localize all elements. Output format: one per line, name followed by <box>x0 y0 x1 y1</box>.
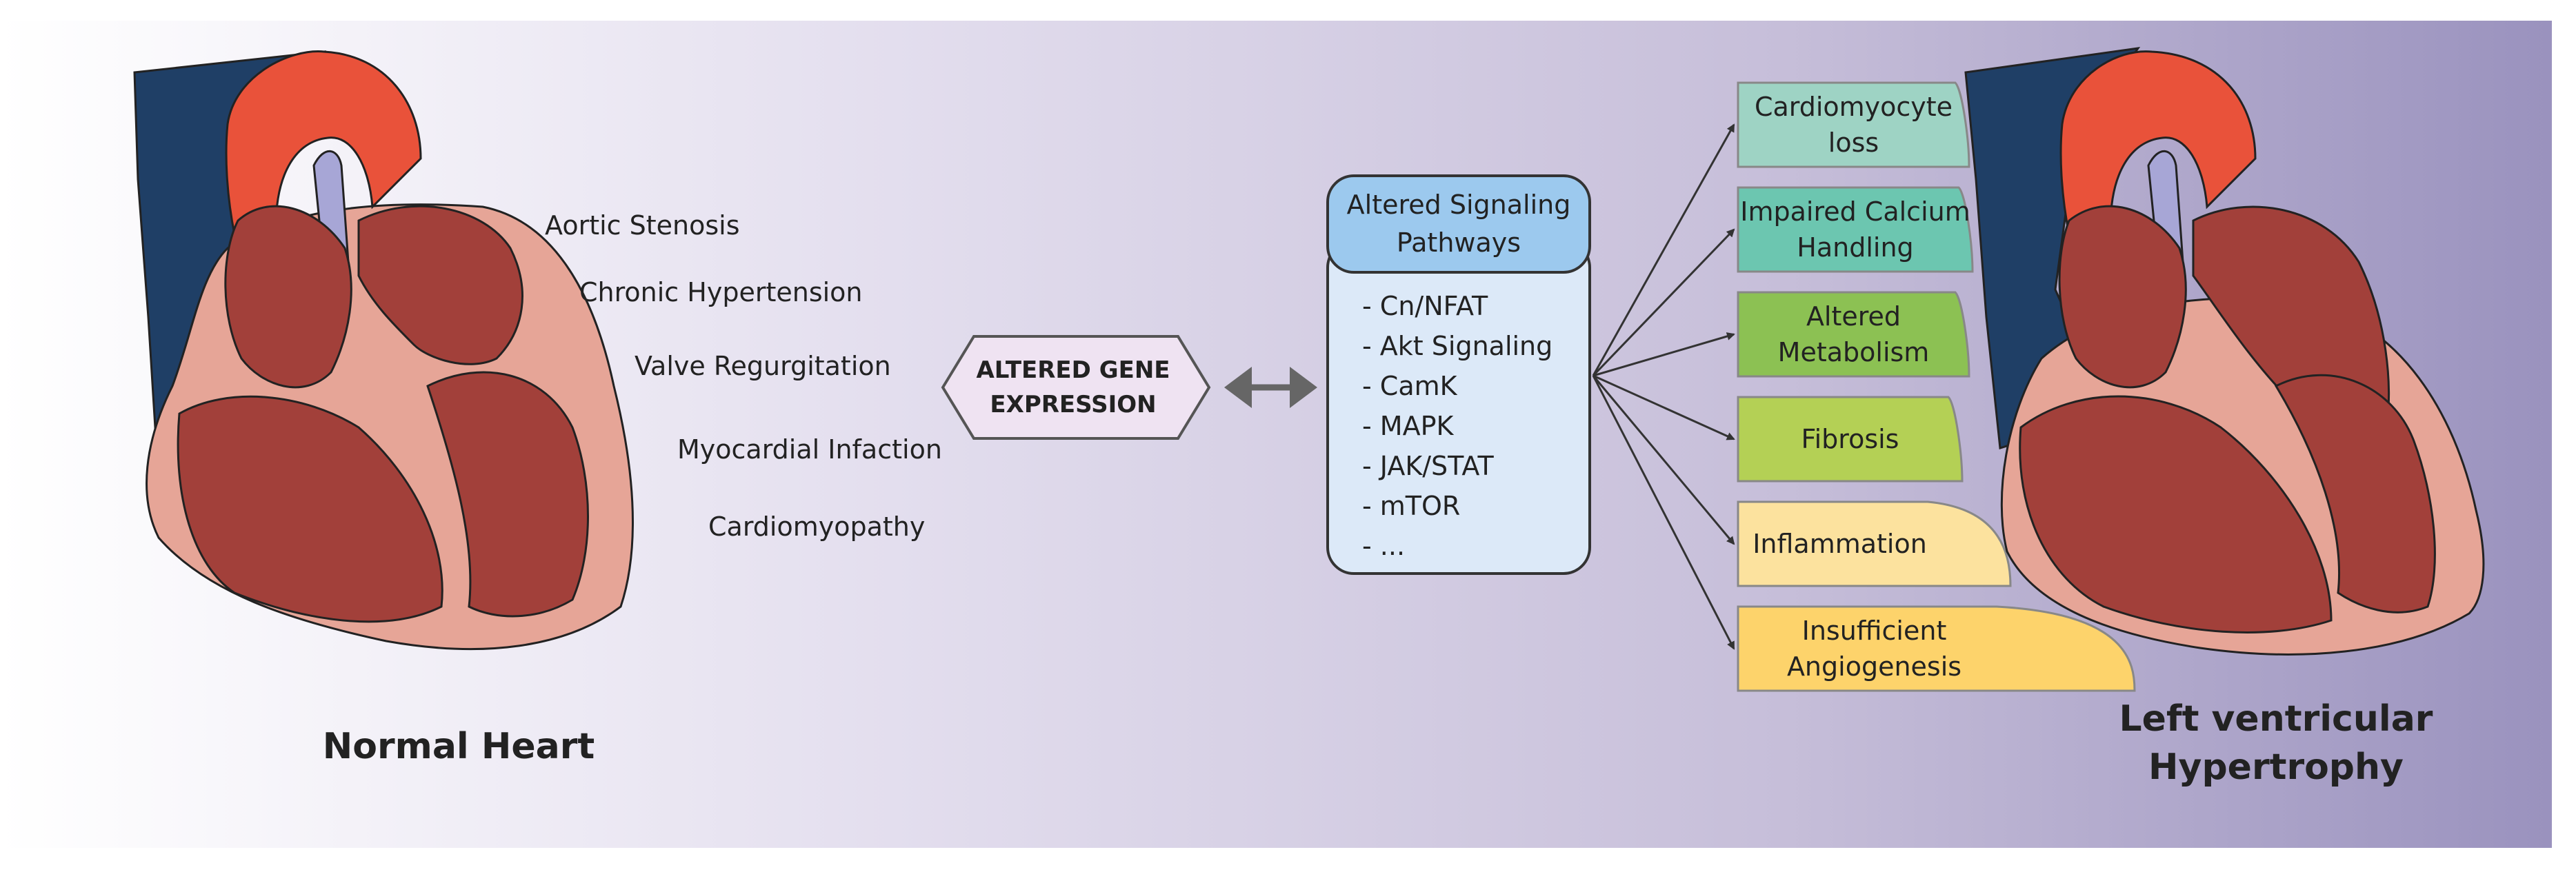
fan-arrows <box>1592 123 1735 650</box>
cause-aortic-stenosis: Aortic Stenosis <box>545 210 740 241</box>
signaling-pathways-box: Altered Signaling Pathways - Cn/NFAT - Ak… <box>1326 174 1591 575</box>
outcome-label: Insufficient <box>1802 616 1947 646</box>
fan-arrow <box>1592 375 1735 545</box>
signaling-title-line1: Altered Signaling <box>1347 190 1571 220</box>
normal-heart-right-ventricle <box>426 371 589 618</box>
outcome-label: Altered <box>1806 301 1901 332</box>
signaling-item: - MAPK <box>1362 411 1454 441</box>
fan-arrow <box>1592 228 1735 377</box>
outcome-label: Fibrosis <box>1801 424 1899 454</box>
lvh-heart-atrium <box>2058 205 2187 389</box>
outcome-label: Angiogenesis <box>1787 651 1961 682</box>
lvh-heart-thick-wall <box>2274 374 2436 614</box>
cause-valve-regurgitation: Valve Regurgitation <box>635 351 891 381</box>
signaling-item: - Akt Signaling <box>1362 331 1552 361</box>
signaling-item: - ... <box>1362 531 1405 561</box>
cause-myocardial-infaction: Myocardial Infaction <box>677 434 942 465</box>
bidirectional-arrow-icon <box>1224 367 1317 408</box>
normal-heart-label: Normal Heart <box>323 726 595 767</box>
gene-expression-node: ALTERED GENE EXPRESSION <box>941 335 1211 440</box>
cause-cardiomyopathy: Cardiomyopathy <box>708 511 925 542</box>
fan-arrow <box>1592 374 1735 440</box>
cause-chronic-hypertension: Chronic Hypertension <box>579 277 863 307</box>
lvh-label-line2: Hypertrophy <box>2148 747 2404 788</box>
normal-heart-right-atrium <box>357 205 523 365</box>
outcome-label: Impaired Calcium <box>1740 196 1970 227</box>
signaling-item: - CamK <box>1362 371 1458 401</box>
normal-heart-illustration <box>133 50 634 651</box>
lvh-label-line1: Left ventricular <box>2119 698 2433 740</box>
lvh-heart-left-ventricle <box>2019 395 2333 633</box>
normal-heart-atrium <box>224 205 352 389</box>
outcome-shape <box>1737 605 2136 692</box>
outcome-box: Cardiomyocyte loss <box>1737 81 1970 168</box>
signaling-item: - JAK/STAT <box>1362 451 1494 481</box>
signaling-items: - Cn/NFAT - Akt Signaling - CamK - MAPK - JA… <box>1362 291 1552 561</box>
fan-arrow <box>1592 332 1735 377</box>
normal-heart-left-ventricle <box>177 395 443 623</box>
outcome-label: loss <box>1828 128 1879 158</box>
gene-expression-hexagon <box>941 335 1211 440</box>
signaling-header <box>1326 174 1591 274</box>
outcome-shape <box>1737 81 1970 168</box>
signaling-item: - mTOR <box>1362 491 1460 521</box>
signaling-item: - Cn/NFAT <box>1362 291 1488 321</box>
signaling-title-line2: Pathways <box>1397 227 1521 258</box>
gene-expression-line1: ALTERED GENE <box>976 356 1170 384</box>
outcome-label: Handling <box>1797 232 1913 263</box>
outcome-shape <box>1737 291 1970 378</box>
outcome-shape <box>1737 500 2012 587</box>
outcome-shape <box>1737 396 1964 483</box>
outcome-label: Cardiomyocyte <box>1755 92 1953 122</box>
fan-arrow <box>1592 375 1735 650</box>
outcome-shape <box>1737 186 1974 273</box>
causes-list: Aortic Stenosis Chronic Hypertension Val… <box>545 210 942 542</box>
outcome-label: Metabolism <box>1778 337 1930 367</box>
fan-arrow <box>1592 123 1735 376</box>
outcome-box: Inflammation <box>1737 500 2012 587</box>
gene-expression-line2: EXPRESSION <box>990 391 1156 418</box>
hypertrophic-heart-illustration <box>1964 47 2485 656</box>
outcome-label: Inflammation <box>1753 529 1927 559</box>
outcome-box: Fibrosis <box>1737 396 1964 483</box>
